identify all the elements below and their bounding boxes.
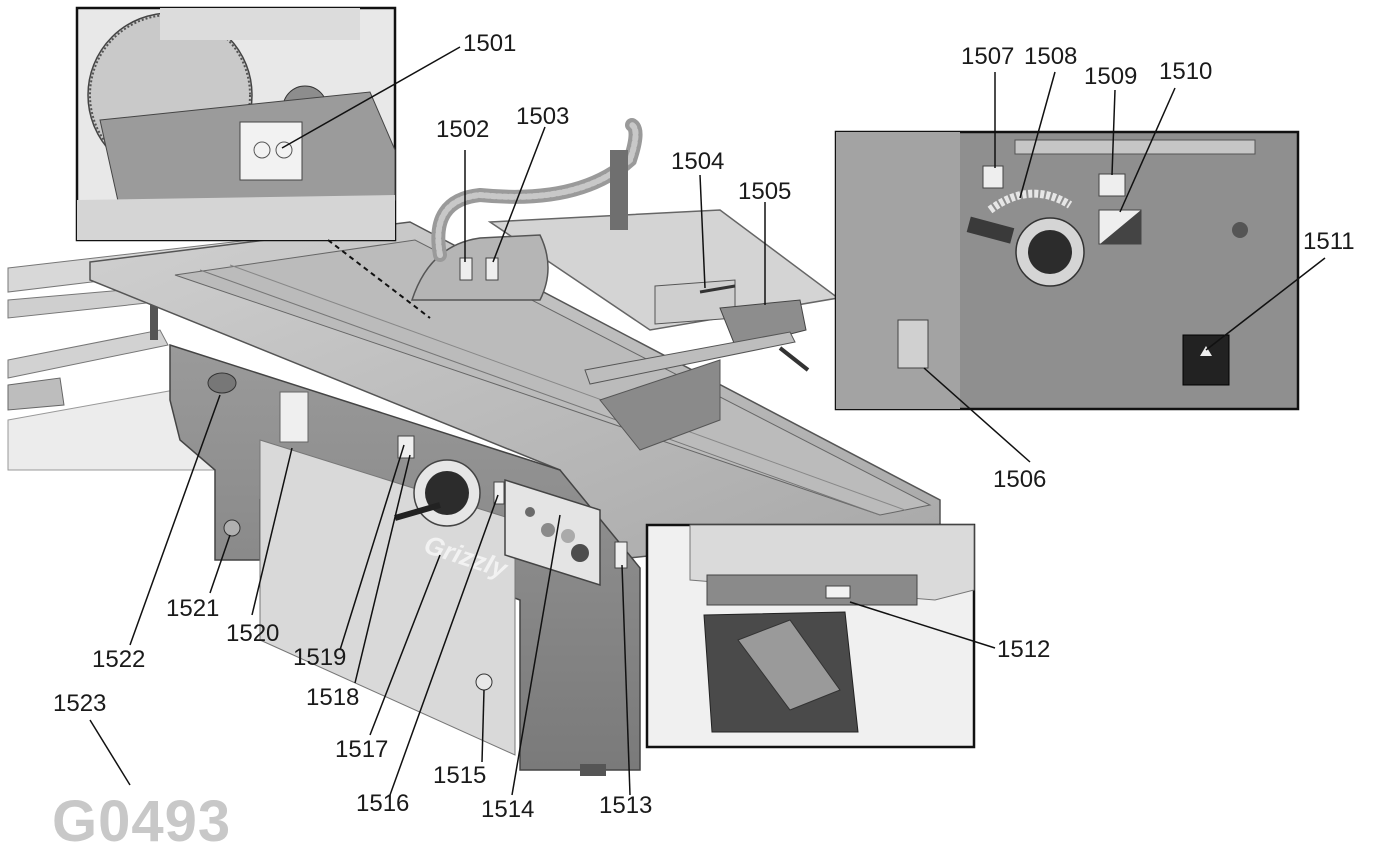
rip-fence xyxy=(584,279,810,385)
callout-label: 1517 xyxy=(335,736,389,763)
leader-lines xyxy=(89,46,1326,796)
callout-label: 1506 xyxy=(993,466,1047,493)
inset-pointer-line xyxy=(327,239,431,319)
callout-label: 1515 xyxy=(433,762,487,789)
inset-cabinet-interior xyxy=(834,130,1300,411)
callout-label: 1512 xyxy=(997,636,1051,663)
model-number: G0493 xyxy=(52,789,232,854)
callout-label: 1516 xyxy=(356,790,410,817)
callout-label: 1502 xyxy=(436,116,490,143)
inset-blade-closeup xyxy=(75,6,397,242)
callout-label: 1513 xyxy=(599,792,653,819)
callout-label: 1511 xyxy=(1303,228,1355,255)
inset-sliding-table xyxy=(645,523,976,749)
callout-label: 1503 xyxy=(516,103,570,130)
callout-label: 1509 xyxy=(1084,63,1138,90)
callout-label: 1507 xyxy=(961,43,1015,70)
callout-label: 1510 xyxy=(1159,58,1213,85)
callout-label: 1514 xyxy=(481,796,535,823)
callout-label: 1508 xyxy=(1024,43,1078,70)
callout-label: 1505 xyxy=(738,178,792,205)
blade-guard xyxy=(410,118,643,301)
callout-label: 1521 xyxy=(166,595,220,622)
saw-cabinet: Grizzly xyxy=(169,343,721,776)
callout-label: 1519 xyxy=(293,644,347,671)
callout-label: 1520 xyxy=(226,620,280,647)
callout-label: 1501 xyxy=(463,30,517,57)
callout-label: 1504 xyxy=(671,148,725,175)
callout-label: 1522 xyxy=(92,646,146,673)
callout-label: 1518 xyxy=(306,684,360,711)
callout-label: 1523 xyxy=(53,690,107,717)
